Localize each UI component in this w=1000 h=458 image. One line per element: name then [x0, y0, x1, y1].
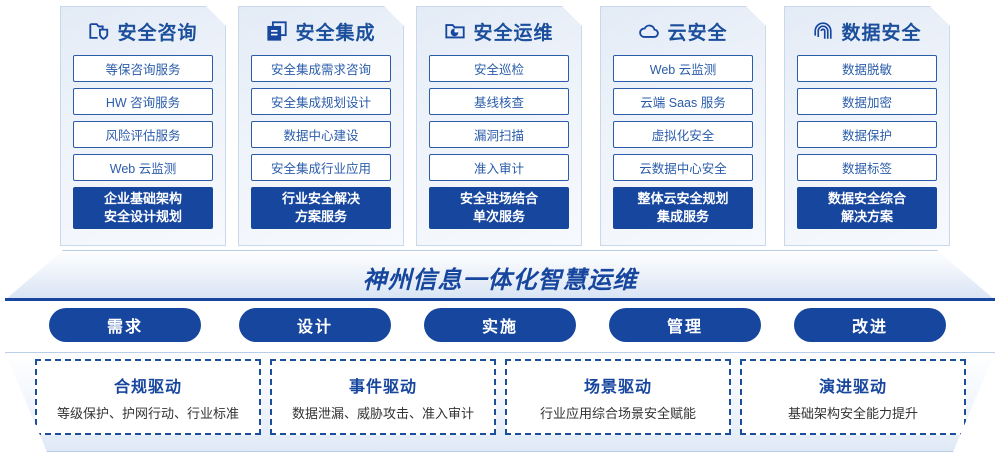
platform-banner: 神州信息一体化智慧运维	[5, 250, 995, 300]
phase-pill-implementation[interactable]: 实施	[424, 308, 576, 342]
service-item[interactable]: 数据标签	[797, 154, 937, 181]
service-item[interactable]: HW 咨询服务	[73, 88, 213, 115]
stacked-documents-icon	[266, 20, 288, 42]
service-item[interactable]: 安全集成需求咨询	[251, 55, 391, 82]
pillar-highlight[interactable]: 行业安全解决 方案服务	[251, 187, 391, 229]
pillar-highlight-line1: 整体云安全规划	[637, 191, 729, 207]
service-item[interactable]: 数据加密	[797, 88, 937, 115]
service-item[interactable]: 安全集成行业应用	[251, 154, 391, 181]
service-item[interactable]: 安全集成规划设计	[251, 88, 391, 115]
service-item[interactable]: Web 云监测	[613, 55, 753, 82]
driver-title: 演进驱动	[818, 378, 887, 396]
cloud-icon	[638, 20, 660, 42]
service-item[interactable]: 虚拟化安全	[613, 121, 753, 148]
driver-box-scenario[interactable]: 场景驱动 行业应用综合场景安全赋能	[505, 359, 731, 435]
pillar-card-security-integration[interactable]: 安全集成 安全集成需求咨询 安全集成规划设计 数据中心建设 安全集成行业应用 行…	[238, 6, 404, 246]
pillar-header: 安全集成	[251, 7, 391, 55]
service-item[interactable]: 准入审计	[429, 154, 569, 181]
phase-pill-requirements[interactable]: 需求	[49, 308, 201, 342]
phase-pill-management[interactable]: 管理	[609, 308, 761, 342]
driver-group: 合规驱动 等级保护、护网行动、行业标准 事件驱动 数据泄漏、威胁攻击、准入审计 …	[5, 352, 995, 452]
pillar-highlight[interactable]: 数据安全综合 解决方案	[797, 187, 937, 229]
pillar-card-data-security[interactable]: 数据安全 数据脱敏 数据加密 数据保护 数据标签 数据安全综合 解决方案	[784, 6, 950, 246]
pillar-highlight-line1: 企业基础架构	[103, 191, 182, 207]
pillar-title: 安全运维	[473, 22, 554, 44]
pillar-highlight-line2: 集成服务	[656, 209, 709, 224]
service-item[interactable]: 基线核查	[429, 88, 569, 115]
pillar-highlight-line1: 数据安全综合	[827, 191, 906, 207]
driver-box-evolution[interactable]: 演进驱动 基础架构安全能力提升	[740, 359, 966, 435]
pillar-highlight-line2: 解决方案	[840, 209, 893, 224]
service-item[interactable]: 云数据中心安全	[613, 154, 753, 181]
service-item[interactable]: 数据保护	[797, 121, 937, 148]
pillar-header: 安全咨询	[73, 7, 213, 55]
pillar-header: 安全运维	[429, 7, 569, 55]
folder-pie-chart-icon	[444, 20, 466, 42]
pillar-highlight[interactable]: 整体云安全规划 集成服务	[613, 187, 753, 229]
service-item[interactable]: 等保咨询服务	[73, 55, 213, 82]
pillar-title: 数据安全	[841, 22, 922, 44]
driver-title: 场景驱动	[583, 378, 652, 396]
service-item[interactable]: 漏洞扫描	[429, 121, 569, 148]
pillar-highlight[interactable]: 企业基础架构 安全设计规划	[73, 187, 213, 229]
phase-pill-design[interactable]: 设计	[239, 308, 391, 342]
fingerprint-icon	[812, 20, 834, 42]
driver-box-incident[interactable]: 事件驱动 数据泄漏、威胁攻击、准入审计	[270, 359, 496, 435]
phase-pill-group: 需求 设计 实施 管理 改进	[0, 308, 1000, 350]
pillar-title: 云安全	[667, 22, 728, 44]
driver-description: 行业应用综合场景安全赋能	[539, 405, 696, 421]
pillar-card-security-consulting[interactable]: 安全咨询 等保咨询服务 HW 咨询服务 风险评估服务 Web 云监测 企业基础架…	[60, 6, 226, 246]
service-item[interactable]: 安全巡检	[429, 55, 569, 82]
pillar-highlight-line2: 安全设计规划	[103, 209, 182, 224]
pillar-header: 云安全	[613, 7, 753, 55]
service-item[interactable]: Web 云监测	[73, 154, 213, 181]
pillar-highlight[interactable]: 安全驻场结合 单次服务	[429, 187, 569, 229]
phase-pill-improvement[interactable]: 改进	[794, 308, 946, 342]
driver-box-compliance[interactable]: 合规驱动 等级保护、护网行动、行业标准	[35, 359, 261, 435]
pillar-highlight-line2: 方案服务	[294, 209, 347, 224]
pillar-highlight-line1: 行业安全解决	[281, 191, 360, 207]
pillar-highlight-line2: 单次服务	[472, 209, 525, 224]
service-item[interactable]: 风险评估服务	[73, 121, 213, 148]
pillar-card-cloud-security[interactable]: 云安全 Web 云监测 云端 Saas 服务 虚拟化安全 云数据中心安全 整体云…	[600, 6, 766, 246]
pillar-card-security-operations[interactable]: 安全运维 安全巡检 基线核查 漏洞扫描 准入审计 安全驻场结合 单次服务	[416, 6, 582, 246]
driver-title: 事件驱动	[348, 378, 417, 396]
banner-underline	[5, 298, 995, 301]
pillar-title: 安全咨询	[117, 22, 198, 44]
platform-banner-title: 神州信息一体化智慧运维	[362, 266, 638, 294]
service-item[interactable]: 数据脱敏	[797, 55, 937, 82]
driver-description: 基础架构安全能力提升	[787, 405, 918, 421]
pillar-title: 安全集成	[295, 22, 376, 44]
service-item[interactable]: 云端 Saas 服务	[613, 88, 753, 115]
driver-description: 等级保护、护网行动、行业标准	[56, 405, 239, 421]
pillar-card-group: 安全咨询 等保咨询服务 HW 咨询服务 风险评估服务 Web 云监测 企业基础架…	[0, 0, 1000, 252]
driver-title: 合规驱动	[113, 378, 182, 396]
pillar-highlight-line1: 安全驻场结合	[459, 191, 538, 207]
driver-description: 数据泄漏、威胁攻击、准入审计	[291, 405, 474, 421]
service-item[interactable]: 数据中心建设	[251, 121, 391, 148]
pillar-header: 数据安全	[797, 7, 937, 55]
folder-shield-icon	[88, 20, 110, 42]
